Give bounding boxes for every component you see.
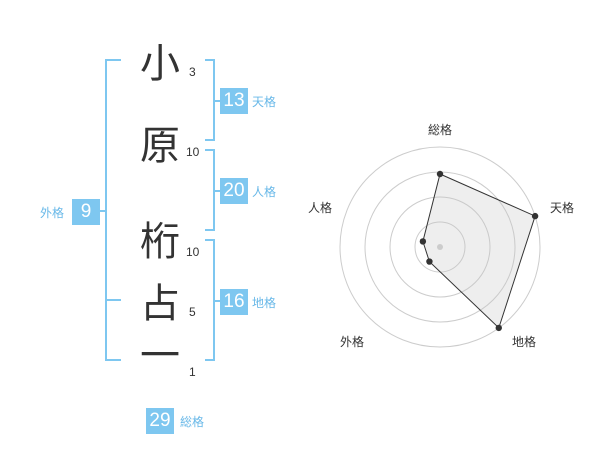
radar-point-0 [436,170,444,178]
gai-bracket [105,59,121,361]
name-char-2: 原 [140,123,180,169]
stroke-count-1: 3 [189,65,196,79]
ten-badge: 13 [220,88,248,114]
radar-polygon [422,173,536,329]
radar-point-4 [419,238,427,245]
radar-ring-4 [339,146,541,348]
jin-badge: 20 [220,178,248,204]
chi-badge: 16 [220,289,248,315]
name-char-5: 一 [140,333,180,379]
name-char-1: 小 [140,41,180,87]
stroke-count-5: 1 [189,365,196,379]
ten-label: 天格 [252,95,277,109]
radar-point-1 [531,212,539,220]
chi-label: 地格 [252,296,277,310]
radar-center-dot [437,244,443,250]
radar-ring-2 [389,196,491,298]
jin-label: 人格 [252,185,277,199]
radar-chart [339,146,541,348]
ten-bracket [205,59,215,141]
radar-axis-label-jin: 人格 [308,201,333,215]
radar-axis-label-gai: 外格 [340,335,365,349]
gai-badge: 9 [72,199,100,225]
stroke-count-4: 5 [189,305,196,319]
stroke-count-3: 10 [186,245,200,259]
radar-point-3 [426,258,433,265]
radar-point-2 [495,324,502,332]
chi-bracket [205,239,215,361]
radar-axis-label-so: 総格 [428,123,453,137]
gai-label: 外格 [40,206,65,220]
stroke-count-2: 10 [186,145,200,159]
name-char-3: 桁 [140,219,180,265]
jin-bracket [205,149,215,231]
so-badge: 29 [146,408,174,434]
radar-axis-label-ten: 天格 [550,201,575,215]
so-label: 総格 [180,415,205,429]
name-char-4: 占 [140,281,180,327]
radar-axis-label-chi: 地格 [512,335,537,349]
